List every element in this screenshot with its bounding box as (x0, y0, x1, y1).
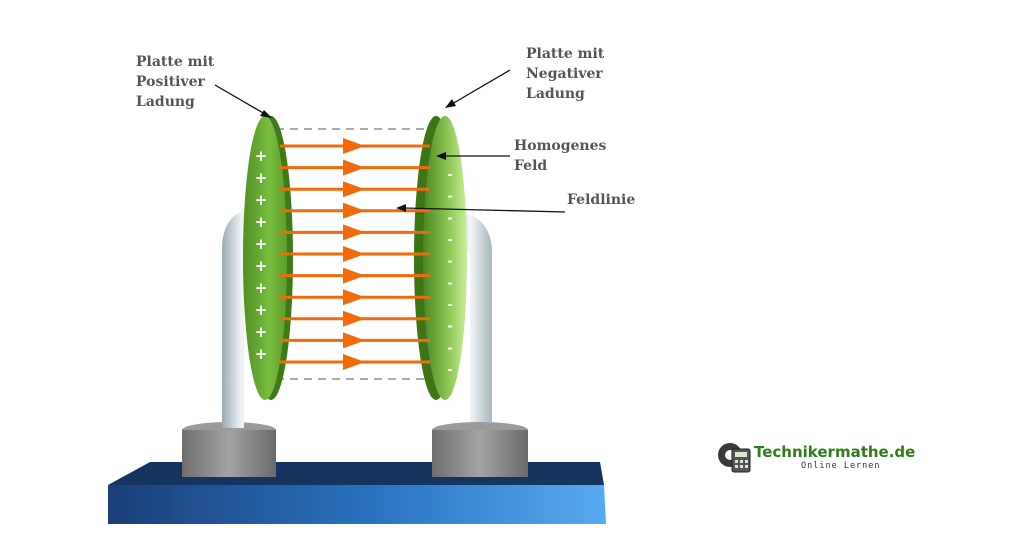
positive-sign: + (255, 235, 268, 253)
label-plate-negative: Platte mit Negativer Ladung (526, 46, 605, 102)
negative-sign: - (447, 211, 452, 226)
positive-sign: + (255, 169, 268, 187)
pillar-left (222, 208, 262, 428)
field-line-arrowhead (343, 289, 365, 306)
field-lines (280, 138, 430, 370)
positive-charge-signs: + + + + + + + + + + (255, 147, 268, 363)
pointer-plate-positive (214, 84, 272, 118)
label-field-line: Feldlinie (567, 192, 636, 208)
positive-sign: + (255, 257, 268, 275)
pillar-right (448, 212, 492, 422)
negative-sign: - (447, 363, 452, 378)
positive-sign: + (255, 301, 268, 319)
field-line-arrowhead (343, 138, 365, 154)
field-line-arrowhead (343, 354, 365, 370)
calculator-gear-icon (718, 443, 751, 473)
positive-sign: + (255, 345, 268, 363)
positive-sign: + (255, 279, 268, 297)
field-line-arrowhead (343, 246, 365, 262)
negative-sign: - (447, 276, 452, 291)
negative-sign: - (447, 298, 452, 313)
field-line-arrowhead (343, 224, 365, 241)
field-line-arrowhead (343, 159, 365, 176)
technikermathe-logo: Technikermathe.de Online Lernen (716, 440, 915, 476)
logo-subtitle: Online Lernen (801, 461, 881, 471)
foot-right (432, 430, 528, 477)
logo-title: Technikermathe.de (754, 443, 916, 461)
positive-sign: + (255, 323, 268, 341)
field-line-arrowhead (343, 332, 365, 349)
positive-sign: + (255, 147, 268, 165)
negative-sign: - (447, 190, 452, 205)
pointer-plate-negative (445, 69, 511, 108)
label-plate-positive: Platte mit Positiver Ladung (136, 54, 215, 110)
negative-sign: - (447, 320, 452, 335)
field-line-arrowhead (343, 202, 365, 219)
field-line-arrowhead (343, 267, 365, 284)
negative-sign: - (447, 255, 452, 270)
negative-sign: - (447, 233, 452, 248)
pointer-field-line (396, 204, 566, 213)
pointer-homogeneous-field (436, 152, 510, 160)
base-front (108, 485, 606, 524)
foot-left (182, 430, 276, 477)
field-line-arrowhead (343, 310, 365, 327)
positive-sign: + (255, 213, 268, 231)
negative-sign: - (447, 168, 452, 183)
positive-sign: + (255, 191, 268, 209)
negative-charge-signs: - - - - - - - - - - (447, 168, 452, 378)
plate-positive (243, 116, 287, 400)
plate-negative (423, 116, 467, 400)
label-homogeneous-field: Homogenes Feld (514, 138, 607, 174)
negative-sign: - (447, 341, 452, 356)
field-line-arrowhead (343, 181, 365, 198)
